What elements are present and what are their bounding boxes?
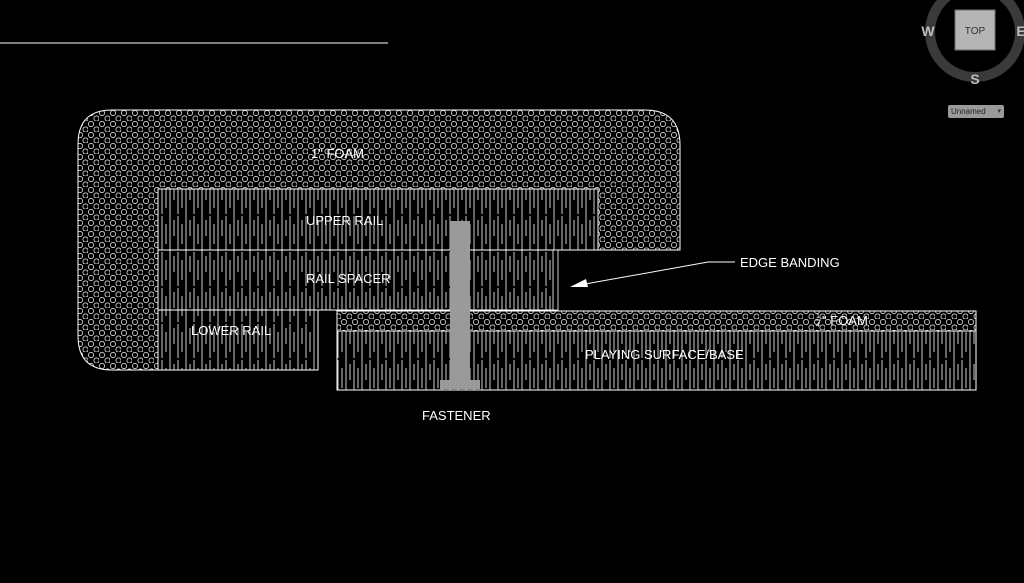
label-quarter-foam-text: " FOAM	[822, 313, 868, 328]
viewcube[interactable]: TOP W E S	[921, 0, 1024, 87]
compass-west[interactable]: W	[921, 23, 935, 39]
label-quarter-fraction-den: 4	[816, 322, 820, 329]
label-upper-rail: UPPER RAIL	[306, 213, 383, 228]
upper-rail	[157, 188, 599, 251]
compass-east[interactable]: E	[1016, 23, 1024, 39]
quarter-inch-foam	[336, 310, 977, 332]
compass-south[interactable]: S	[970, 71, 979, 87]
label-quarter-fraction-num: 1	[816, 313, 820, 320]
viewcube-face-label: TOP	[965, 26, 986, 37]
fastener	[440, 221, 480, 389]
edge-banding	[552, 249, 559, 311]
named-view-label: Unnamed	[951, 107, 986, 116]
lower-rail	[157, 309, 319, 371]
chevron-down-icon: ▾	[997, 108, 1001, 115]
label-fastener: FASTENER	[422, 408, 491, 423]
viewcube-top-face[interactable]	[954, 9, 996, 51]
label-lower-rail: LOWER RAIL	[191, 323, 271, 338]
rail-spacer	[157, 249, 557, 311]
label-edge-banding: EDGE BANDING	[740, 255, 840, 270]
edge-banding-leader	[570, 261, 735, 287]
label-rail-spacer: RAIL SPACER	[306, 271, 391, 286]
label-quarter-inch-foam: 1 4 " FOAM	[815, 313, 868, 329]
label-playing-surface: PLAYING SURFACE/BASE	[585, 347, 744, 362]
viewcube-compass-ring[interactable]	[925, 0, 1024, 82]
named-view-dropdown[interactable]: Unnamed ▾	[948, 105, 1004, 118]
label-one-inch-foam: 1" FOAM	[311, 146, 364, 161]
